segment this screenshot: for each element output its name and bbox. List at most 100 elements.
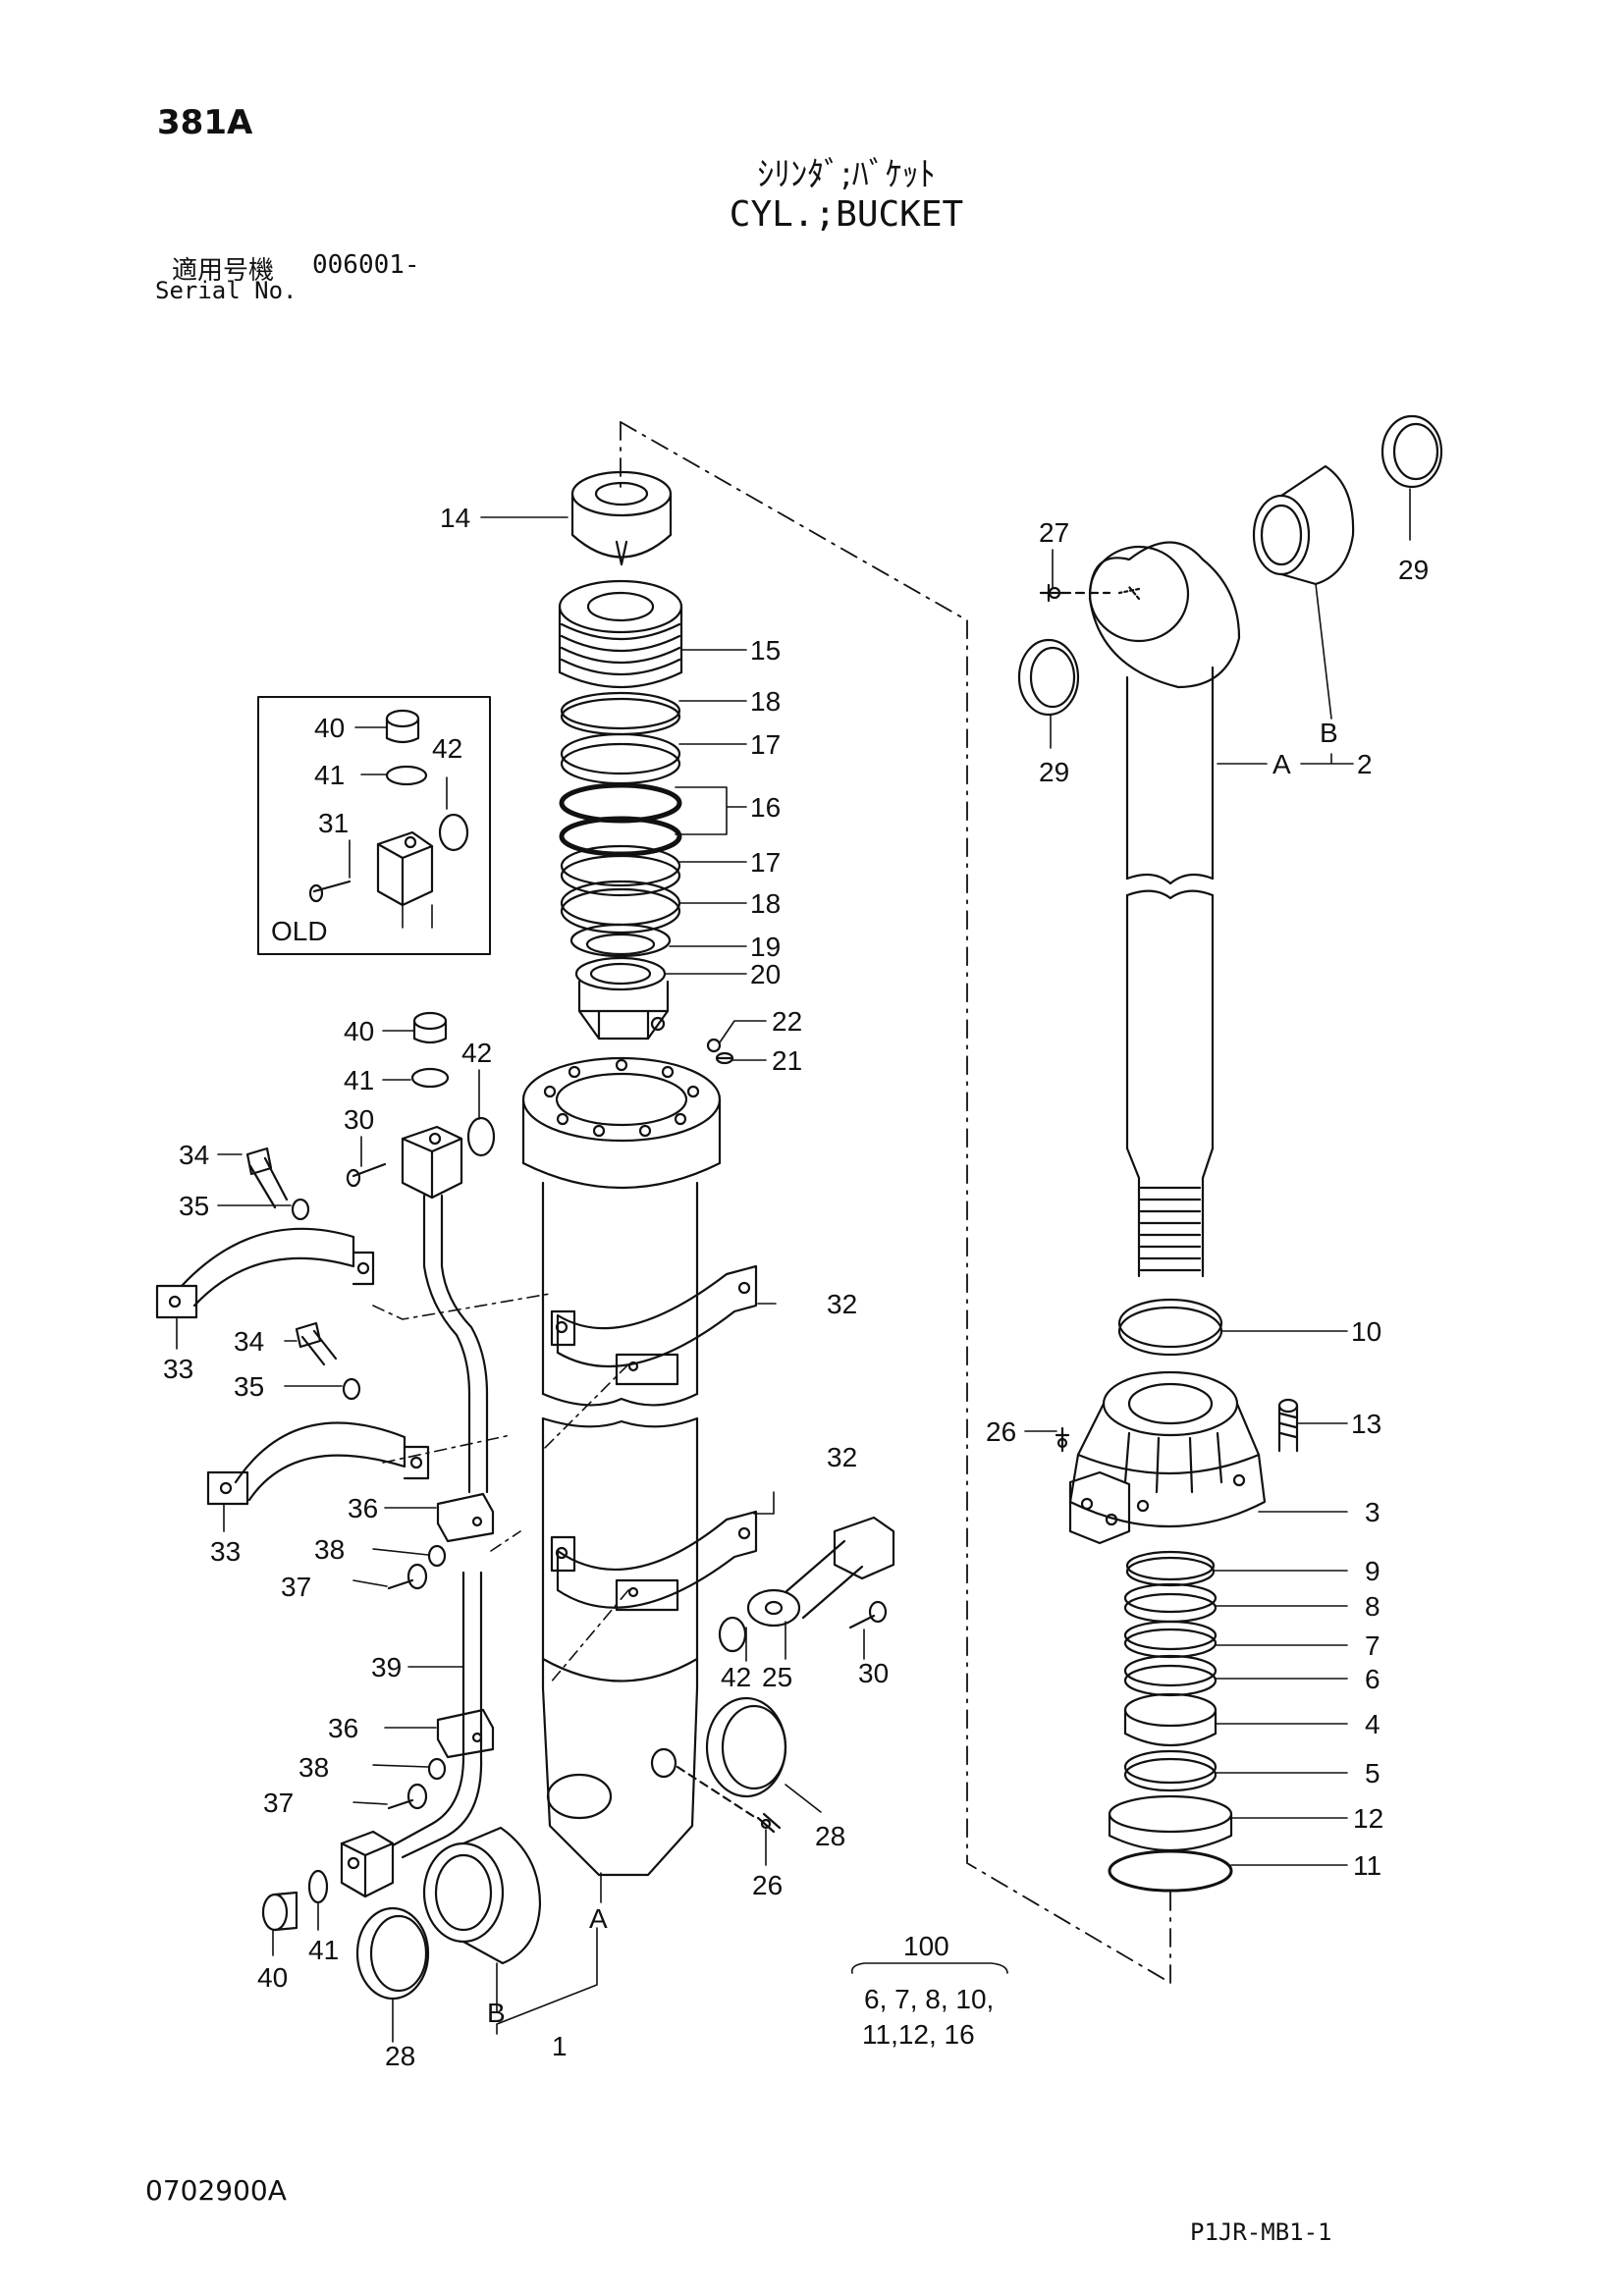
- part-35-washer-upper: [291, 1198, 310, 1221]
- part-26-nipple-upper: [1055, 1426, 1070, 1453]
- part-9-ring: [1125, 1550, 1216, 1587]
- part-32-clamp-upper: [550, 1264, 758, 1386]
- cylinder-flange: [521, 1056, 722, 1189]
- callout-16: 16: [750, 792, 781, 823]
- part-36-pipeclamp-lower: [436, 1708, 495, 1759]
- callout-28-right: 28: [815, 1821, 845, 1851]
- part-38-washer-lower: [427, 1757, 447, 1781]
- dash-line-clamp: [372, 1293, 629, 1684]
- callout-3: 3: [1365, 1497, 1380, 1527]
- rod-upper-section: [1125, 666, 1215, 885]
- part-41-oring-lower: [307, 1869, 329, 1904]
- part-25-adapter: [746, 1516, 895, 1628]
- callout-13: 13: [1351, 1409, 1381, 1439]
- inset-oring-42: [438, 813, 469, 852]
- callout-25: 25: [762, 1662, 792, 1692]
- callout-5: 5: [1365, 1758, 1380, 1789]
- part-4-ring: [1123, 1692, 1218, 1747]
- callout-37-lower: 37: [263, 1788, 294, 1818]
- inset-old-label: OLD: [271, 916, 328, 946]
- callout-8: 8: [1365, 1591, 1380, 1622]
- part-30-bolt-upper: [346, 1162, 387, 1188]
- callout-A-lower: A: [589, 1903, 608, 1934]
- serial-label-english: Serial No.: [155, 277, 298, 304]
- part-11-ring: [1108, 1849, 1233, 1893]
- part-5-ring: [1123, 1749, 1218, 1792]
- part-29-ring-upper: [1380, 414, 1443, 489]
- callout-18-upper: 18: [750, 686, 781, 717]
- callout-42-upper: 42: [461, 1038, 492, 1068]
- part-14-cap: [570, 470, 673, 566]
- part-40-plug-lower: [261, 1891, 298, 1932]
- part-28-ring-left: [355, 1906, 430, 2001]
- title-japanese: ｼﾘﾝﾀﾞ;ﾊﾞｹｯﾄ: [757, 155, 936, 194]
- part-42-oring-lower: [718, 1616, 747, 1653]
- part-34-bolt-lower: [295, 1321, 338, 1366]
- callout-34-lower: 34: [234, 1326, 264, 1357]
- callout-B-upper: B: [1320, 718, 1338, 748]
- callout-38-upper: 38: [314, 1534, 345, 1565]
- callout-31: 31: [318, 808, 349, 838]
- part-27-nipple: [1039, 583, 1111, 603]
- cylinder-tube-lower: [541, 1416, 699, 1877]
- callout-32-lower: 32: [827, 1442, 857, 1472]
- callout-41-inset: 41: [314, 760, 345, 790]
- part-17-ring-lower: [560, 844, 681, 897]
- callout-40-lower: 40: [257, 1962, 288, 1993]
- callout-17-lower: 17: [750, 847, 781, 878]
- part-16-seal: [559, 782, 682, 857]
- callout-42-lower: 42: [721, 1662, 751, 1692]
- callout-7: 7: [1365, 1630, 1380, 1661]
- title-english: CYL.;BUCKET: [729, 194, 964, 235]
- part-12-ring: [1108, 1794, 1233, 1852]
- part-6-ring: [1123, 1654, 1218, 1697]
- callout-1: 1: [552, 2031, 568, 2061]
- callout-labels: 14 15 18 17 16 17 18 19 20 22 21 40 41 4…: [163, 503, 1429, 2071]
- cylinder-tube-upper: [541, 1181, 699, 1407]
- callout-28-left: 28: [385, 2041, 415, 2071]
- part-3-piston: [1068, 1370, 1267, 1545]
- part-20-nut: [574, 956, 670, 1041]
- cylinder-grease-boss: [650, 1747, 677, 1779]
- part-32-clamp-lower: [550, 1510, 758, 1612]
- callout-4: 4: [1365, 1709, 1380, 1739]
- part-7-ring: [1123, 1620, 1218, 1659]
- callout-11: 11: [1353, 1850, 1381, 1881]
- part-26-nipple-lower: [756, 1812, 782, 1834]
- callout-33-lower: 33: [210, 1536, 241, 1567]
- callout-17-upper: 17: [750, 729, 781, 760]
- seal-kit-number: 100: [903, 1931, 949, 1961]
- callout-14: 14: [440, 503, 470, 533]
- part-21-setscrew: [715, 1051, 734, 1065]
- part-block-lower: [340, 1830, 395, 1898]
- part-37-bolt-lower: [387, 1783, 428, 1810]
- part-10-ring: [1117, 1298, 1223, 1357]
- part-33-clamp-upper: [155, 1227, 375, 1319]
- seal-kit-line1: 6, 7, 8, 10,: [864, 1984, 994, 2014]
- part-33-clamp-lower: [206, 1421, 430, 1506]
- callout-35-upper: 35: [179, 1191, 209, 1221]
- callout-42-inset: 42: [432, 733, 462, 764]
- serial-value: 006001-: [312, 250, 420, 280]
- callout-B-lower: B: [487, 1998, 506, 2028]
- part-38-washer-upper: [427, 1544, 447, 1568]
- callout-33-upper: 33: [163, 1354, 193, 1384]
- callout-36-lower: 36: [328, 1713, 358, 1743]
- callout-35-lower: 35: [234, 1371, 264, 1402]
- callout-18-lower: 18: [750, 888, 781, 919]
- callout-41-lower: 41: [308, 1935, 339, 1965]
- part-30-block-upper: [401, 1125, 463, 1200]
- assembly-boundary: [620, 421, 1171, 1984]
- callout-27: 27: [1039, 517, 1069, 548]
- part-8-ring: [1123, 1582, 1218, 1624]
- callout-26-lower: 26: [752, 1870, 783, 1900]
- callout-10: 10: [1351, 1316, 1381, 1347]
- callout-6: 6: [1365, 1664, 1380, 1694]
- callout-20: 20: [750, 959, 781, 989]
- callout-39: 39: [371, 1652, 402, 1682]
- callout-2: 2: [1357, 749, 1373, 779]
- part-29-ring-lower: [1017, 638, 1080, 717]
- part-34-bolt-upper: [245, 1147, 289, 1209]
- callout-36-upper: 36: [348, 1493, 378, 1523]
